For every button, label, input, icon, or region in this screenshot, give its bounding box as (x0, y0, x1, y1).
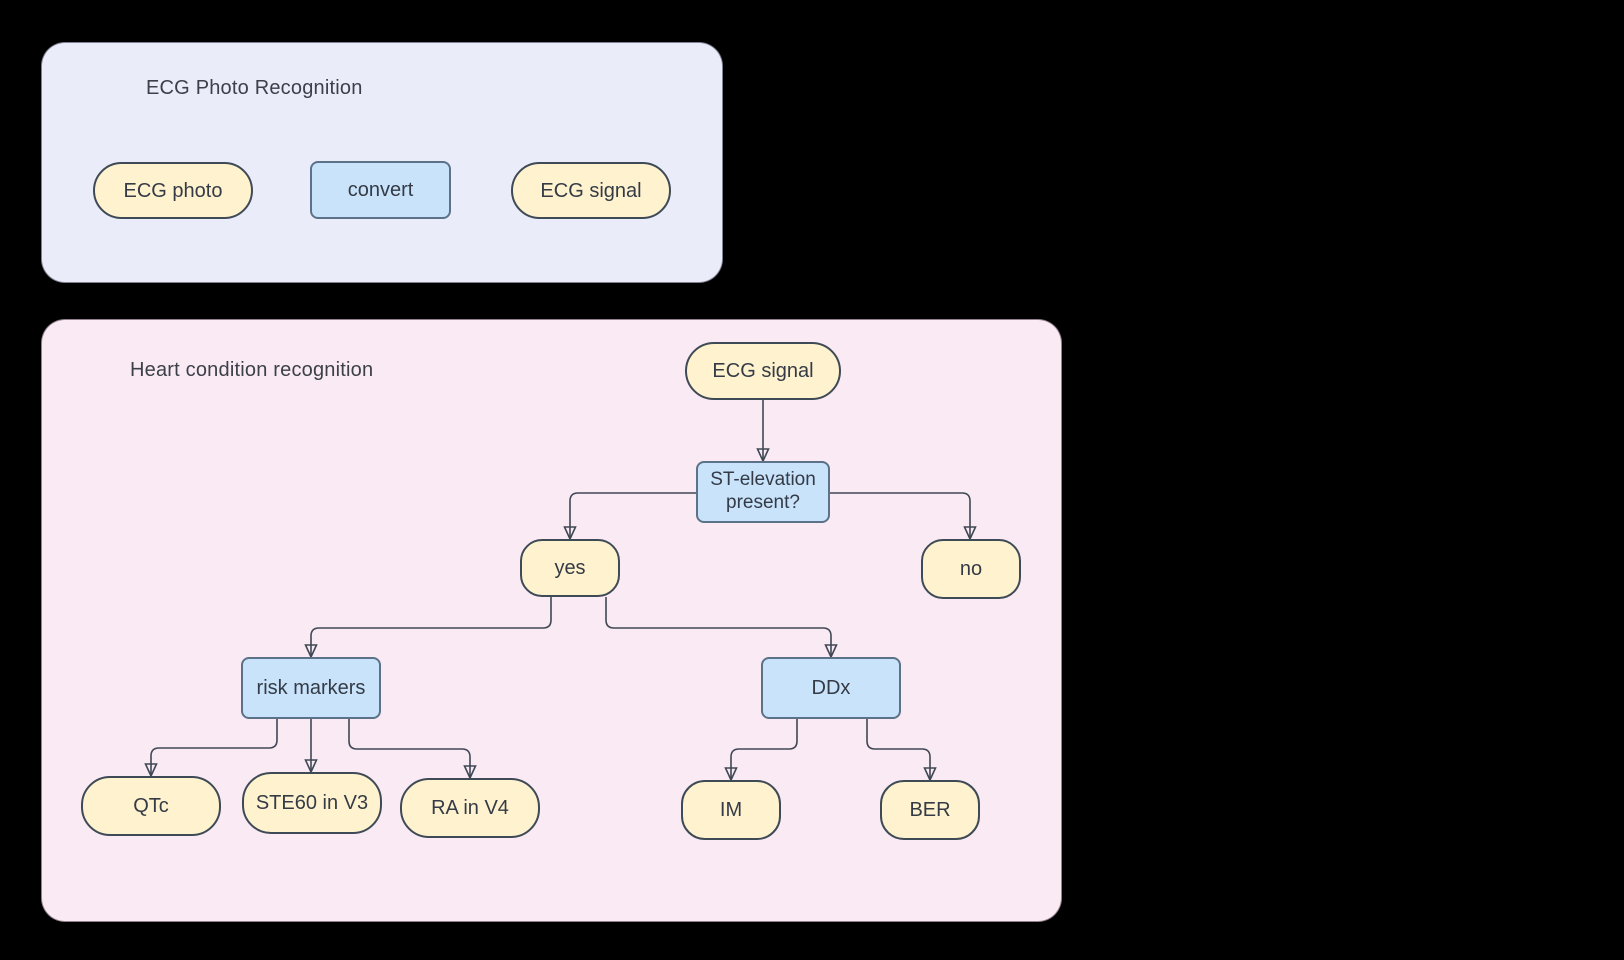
node-st-elevation-present: ST-elevation present? (696, 461, 830, 523)
node-ra-in-v4: RA in V4 (400, 778, 540, 838)
edge-yes-ddx (605, 597, 831, 657)
node-yes: yes (520, 539, 620, 597)
node-ecg-signal-top: ECG signal (511, 162, 671, 219)
node-ste60-in-v3: STE60 in V3 (242, 772, 382, 834)
edge-stelevation-yes (570, 492, 696, 539)
panel-title-heart-condition-recognition: Heart condition recognition (130, 359, 374, 381)
edge-stelevation-no (830, 492, 970, 539)
node-ber: BER (880, 780, 980, 840)
node-im: IM (681, 780, 781, 840)
node-risk-markers: risk markers (241, 657, 381, 719)
node-ecg-signal: ECG signal (685, 342, 841, 400)
node-ddx: DDx (761, 657, 901, 719)
node-ecg-photo: ECG photo (93, 162, 253, 219)
node-no: no (921, 539, 1021, 599)
edge-riskmarkers-rav4 (348, 719, 470, 778)
heart-condition-recognition-panel: Heart condition recognition ECG signal S… (41, 319, 1062, 922)
ecg-photo-recognition-panel: ECG Photo Recognition ECG photo convert … (41, 42, 723, 283)
edge-ddx-ber (866, 719, 930, 780)
node-qtc: QTc (81, 776, 221, 836)
edge-riskmarkers-qtc (151, 719, 278, 776)
panel-title-ecg-photo-recognition: ECG Photo Recognition (146, 77, 363, 99)
edge-yes-riskmarkers (311, 597, 552, 657)
node-convert: convert (310, 161, 451, 219)
edge-ddx-im (731, 719, 798, 780)
